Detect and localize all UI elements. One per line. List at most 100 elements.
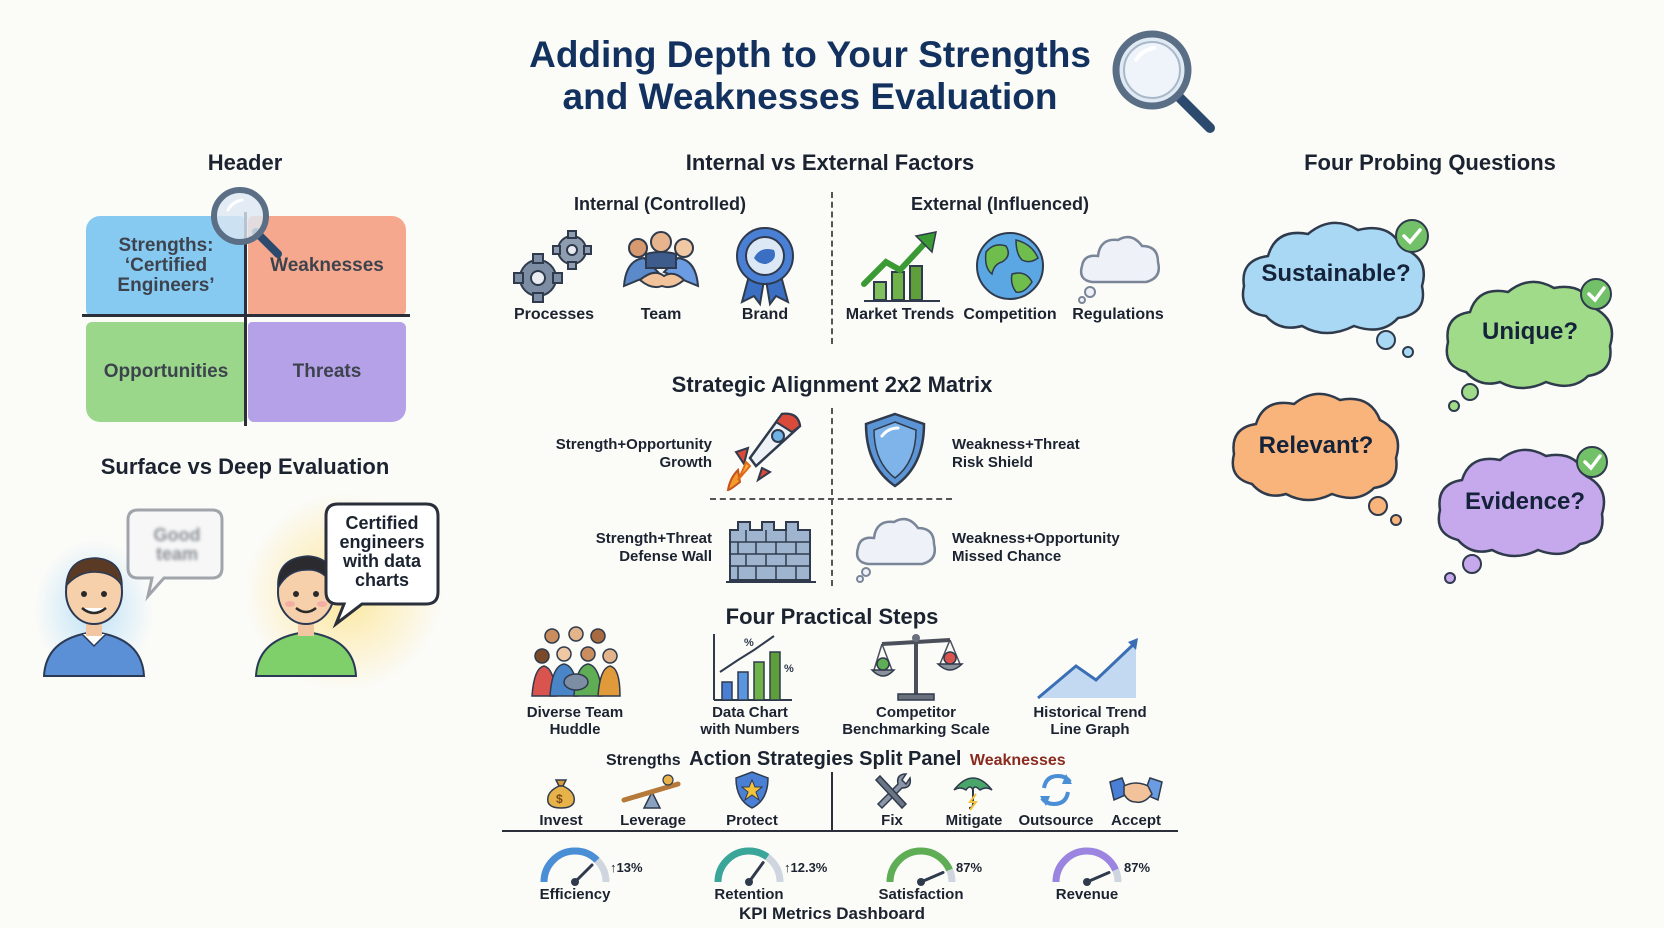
external-item-market-trends: Market Trends [845,306,955,323]
swot-threats-label: Threats [292,361,362,382]
kpi-revenue-value: 87% [1124,860,1151,875]
actions-baseline [502,830,1178,832]
deep-speech-bubble: Certified engineers with data charts [322,500,442,629]
swot-weaknesses-label: Weaknesses [270,255,384,276]
magnifier-icon [1112,30,1215,133]
surface-heading: Surface vs Deep Evaluation [100,454,390,479]
question-cloud-evidence: Evidence? [1432,436,1618,586]
question-relevant-label: Relevant? [1258,432,1374,459]
svg-text:%: % [784,663,794,675]
kpi-retention-value: ↑12.3% [784,860,828,875]
matrix-divider-h [710,498,952,500]
matrix-cell-defense-wall-line2: Defense Wall [619,548,712,565]
matrix-cell-risk-shield: Weakness+Threat Risk Shield [952,436,1162,472]
kpi-heading: KPI Metrics Dashboard [738,904,926,923]
action-protect: Protect [726,812,778,829]
swot-opportunities-label: Opportunities [103,361,229,382]
steps-heading: Four Practical Steps [725,604,939,629]
actions-weaknesses-label: Weaknesses [969,752,1066,769]
gauge-revenue [1052,847,1122,886]
action-fix: Fix [881,812,903,829]
gauge-retention [714,847,784,886]
wrench-icon [874,773,912,810]
gears-icon [513,230,592,303]
swot-strengths-label: Strengths: ‘Certified Engineers’ [117,235,215,296]
swot-divider-v [244,212,247,426]
matrix-divider-v [831,408,833,586]
shallow-speech-bubble: Good team [124,506,226,602]
step-item-team-huddle-line1: Diverse Team [526,704,624,721]
questions-heading: Four Probing Questions [1304,150,1556,175]
line-graph-icon [1037,638,1138,700]
balance-scale-icon [870,634,964,701]
gauge-satisfaction [886,847,956,886]
globe-icon [976,232,1044,300]
internal-item-team: Team [640,306,682,323]
kpi-satisfaction-label: Satisfaction [878,886,964,903]
step-item-data-chart-line2: with Numbers [700,721,800,738]
action-mitigate: Mitigate [945,812,1003,829]
internal-item-processes: Processes [513,306,595,323]
matrix-cell-growth-line1: Strength+Opportunity [555,436,712,453]
step-item-data-chart: Data Chart with Numbers [688,704,812,738]
brick-wall-icon [726,521,816,583]
question-cloud-unique: Unique? [1440,268,1620,418]
internal-heading: Internal (Controlled) [574,194,746,214]
kpi-efficiency-value: ↑13% [610,860,643,875]
title-line-1: Adding Depth to Your Strengths [529,34,1091,75]
step-item-data-chart-line1: Data Chart [712,704,788,721]
rising-chart-icon [861,231,940,302]
svg-text:%: % [744,637,754,649]
kpi-revenue-label: Revenue [1055,886,1119,903]
actions-heading-row: Strengths Action Strategies Split Panel … [606,748,1076,771]
actions-divider-v [831,772,833,832]
step-item-trend-graph: Historical Trend Line Graph [1020,704,1160,738]
action-outsource: Outsource [1018,812,1094,829]
matrix-cell-defense-wall: Strength+Threat Defense Wall [520,530,712,566]
step-item-benchmarking: Competitor Benchmarking Scale [836,704,996,738]
deep-person-icon [254,555,358,677]
money-bag-icon: $ [546,779,576,809]
matrix-cell-missed-chance: Weakness+Opportunity Missed Chance [952,530,1162,566]
team-huddle-icon [531,626,621,697]
team-handshake-icon [622,231,700,289]
kpi-satisfaction-value: 87% [956,860,983,875]
question-unique-label: Unique? [1482,318,1578,345]
external-item-competition: Competition [963,306,1057,323]
shield-icon [864,412,926,488]
svg-text:$: $ [556,792,563,806]
kpi-efficiency-label: Efficiency [539,886,611,903]
actions-heading: Action Strategies Split Panel [689,748,962,770]
kpi-row: ↑13% Efficiency ↑12.3% Retention 87% Sat… [528,846,1168,906]
factors-heading: Internal vs External Factors [685,150,975,175]
factors-divider [831,192,833,344]
umbrella-icon [953,777,993,811]
swot-opportunities: Opportunities [86,322,246,422]
step-item-trend-graph-line1: Historical Trend [1033,704,1147,721]
action-accept: Accept [1110,812,1162,829]
step-item-benchmarking-line1: Competitor [876,704,956,721]
question-cloud-sustainable: Sustainable? [1236,208,1436,358]
shallow-person-icon [42,557,146,677]
gauge-efficiency [540,847,610,886]
swot-strengths: Strengths: ‘Certified Engineers’ [86,216,246,316]
shallow-quote: Good team [153,525,201,564]
external-item-regulations: Regulations [1072,306,1164,323]
deep-quote: Certified engineers with data charts [339,513,425,590]
question-cloud-relevant: Relevant? [1226,380,1406,530]
swot-grid: Strengths: ‘Certified Engineers’ Weaknes… [82,212,410,426]
matrix-cell-risk-shield-line1: Weakness+Threat [952,436,1080,453]
shield-star-icon [735,771,769,809]
action-leverage: Leverage [620,812,686,829]
matrix-cell-risk-shield-line2: Risk Shield [952,454,1033,471]
step-item-team-huddle-line2: Huddle [549,721,601,738]
cycle-arrows-icon [1040,773,1072,807]
title-line-2: and Weaknesses Evaluation [562,76,1058,117]
handshake-icon [1109,777,1163,804]
question-evidence-label: Evidence? [1464,488,1586,515]
matrix-cell-missed-chance-line1: Weakness+Opportunity [952,530,1120,547]
bar-chart-icon: % % [713,634,794,701]
step-item-benchmarking-line2: Benchmarking Scale [842,721,990,738]
matrix-cell-growth: Strength+Opportunity Growth [520,436,712,472]
matrix-heading: Strategic Alignment 2x2 Matrix [671,372,993,397]
